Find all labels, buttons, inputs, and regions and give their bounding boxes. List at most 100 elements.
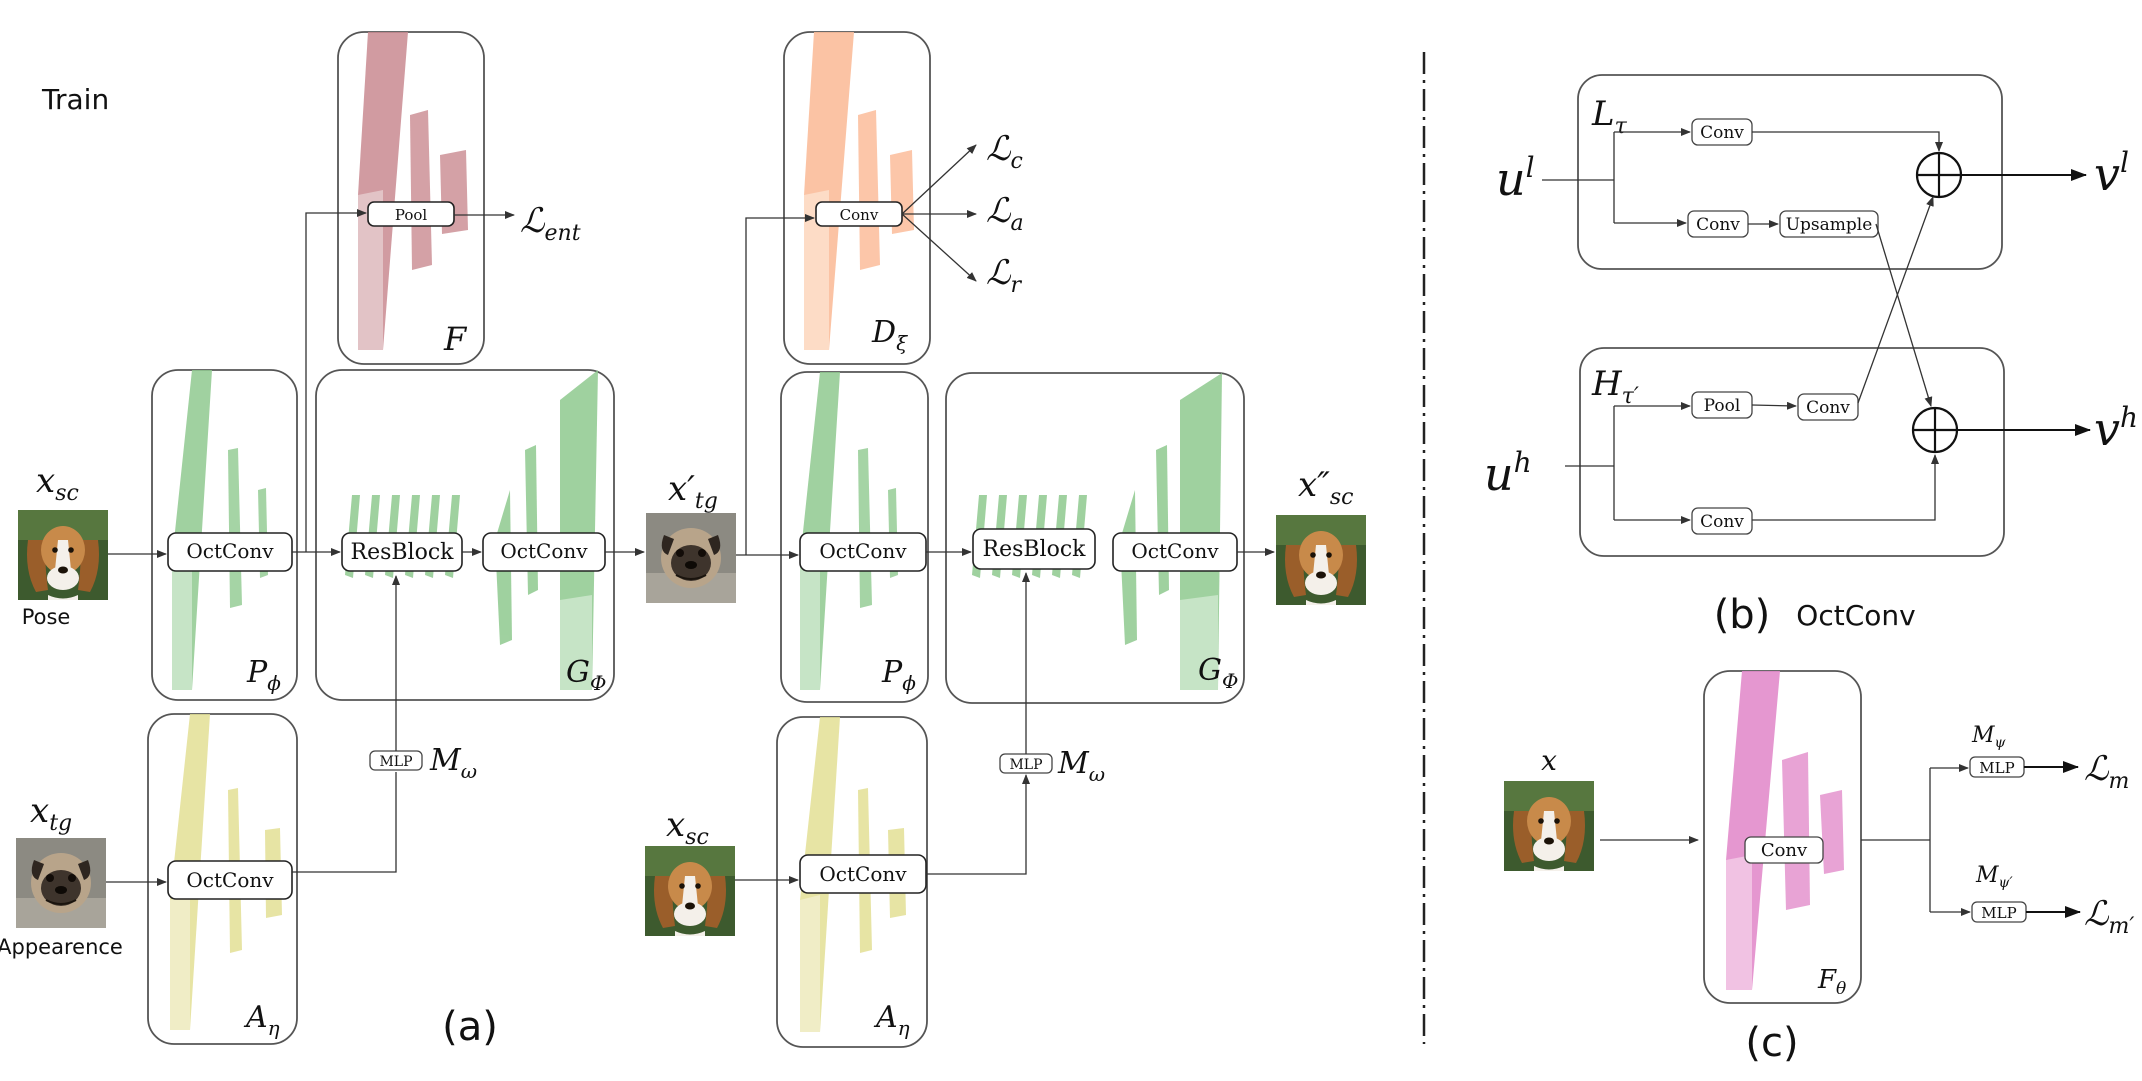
appearance-octconv-block-2: OctConv (799, 854, 927, 894)
oct-conv-hl: Conv (1797, 393, 1859, 421)
pose-encoder-label: Pϕ (246, 655, 281, 695)
x-tg-prime-label: x′tg (668, 469, 718, 514)
appearance-encoder-label: Aη (243, 1000, 280, 1040)
generator-label: GΦ (566, 655, 606, 695)
svg-text:OctConv: OctConv (819, 539, 907, 563)
appearance-encoder-module-2: OctConv Aη (776, 716, 928, 1048)
svg-text:ResBlock: ResBlock (983, 537, 1087, 562)
generated-pug-photo (646, 513, 736, 603)
oplus-sum-icon-2 (1911, 406, 1959, 454)
svg-text:MLP: MLP (1979, 759, 2014, 777)
appearance-caption: Appearence (0, 935, 123, 959)
loss-r-label: ℒr (986, 253, 1023, 298)
x-sc-label: xsc (36, 461, 79, 506)
v-l-label: vl (2094, 146, 2129, 201)
head-mlp-2: MLP (1971, 901, 2027, 923)
pool-block: Pool (367, 201, 455, 227)
discriminator-label: Dξ (871, 315, 908, 355)
pose-encoder-module: OctConv Pϕ (151, 369, 298, 701)
loss-a-label: ℒa (986, 191, 1024, 236)
resblock-block: ResBlock (341, 532, 463, 572)
oct-pool: Pool (1691, 391, 1753, 419)
oplus-sum-icon (1915, 151, 1963, 199)
generator-octconv-block-2: OctConv (1112, 532, 1238, 572)
second-appearance-beagle-photo (645, 846, 735, 936)
F-theta-label: Fθ (1817, 965, 1846, 999)
generator-module-2: ResBlock OctConv GΦ (945, 372, 1245, 704)
svg-text:Pool: Pool (395, 206, 428, 224)
loss-ent-label: ℒent (520, 201, 581, 246)
H-tau-prime-label: Hτ′ (1591, 364, 1639, 409)
svg-text:Conv: Conv (1700, 512, 1744, 532)
octconv-title: OctConv (1796, 599, 1915, 632)
F-theta-conv-block: Conv (1744, 836, 1824, 864)
discriminator-module: Conv Dξ (783, 31, 931, 365)
train-label: Train (41, 83, 109, 116)
caption-b: (b) (1714, 592, 1771, 638)
mlp-block-2: MLP (999, 753, 1053, 774)
loss-c-label: ℒc (986, 129, 1023, 174)
svg-text:MLP: MLP (1009, 757, 1042, 773)
beagle-input-photo (1504, 781, 1594, 871)
M-psi-label: Mψ (1971, 723, 2007, 751)
svg-text:Upsample: Upsample (1786, 215, 1873, 235)
caption-c: (c) (1745, 1020, 1798, 1066)
svg-text:Conv: Conv (1761, 840, 1808, 861)
pose-encoder-module-2: OctConv Pϕ (780, 371, 929, 703)
svg-text:Pool: Pool (1704, 396, 1741, 416)
oct-conv-lh: Conv (1687, 210, 1749, 238)
svg-text:Conv: Conv (1806, 398, 1850, 418)
svg-text:OctConv: OctConv (186, 868, 274, 892)
panel-c: x Conv Fθ MLP MLP Mψ Mψ′ ℒm ℒm′ (c) (1504, 670, 2134, 1066)
pose-octconv-block: OctConv (167, 532, 293, 572)
panel-a-connections (106, 144, 1275, 886)
x-sc-label-2: xsc (666, 805, 709, 850)
appearance-encoder-module: OctConv Aη (147, 713, 298, 1045)
entropy-module-F: Pool F (337, 31, 485, 365)
v-h-label: vh (2094, 401, 2138, 456)
svg-text:ResBlock: ResBlock (351, 540, 455, 565)
entropy-module-label: F (443, 320, 468, 358)
loss-m-label: ℒm (2084, 749, 2129, 794)
svg-text:MLP: MLP (379, 754, 412, 770)
svg-text:OctConv: OctConv (1131, 539, 1219, 563)
caption-a: (a) (442, 1004, 498, 1050)
x-input-label: x (1541, 744, 1557, 777)
svg-text:MLP: MLP (1981, 904, 2016, 922)
disc-conv-block: Conv (815, 201, 903, 227)
u-l-label: ul (1496, 151, 1535, 206)
octconv-detail-panel: Lτ Hτ′ Conv Conv Upsample Pool Conv Conv (1484, 74, 2138, 638)
svg-text:OctConv: OctConv (819, 862, 907, 886)
L-tau-label: Lτ (1591, 94, 1628, 139)
u-h-label: uh (1484, 446, 1532, 501)
appearance-input-pug-photo (16, 838, 106, 928)
generator-octconv-block: OctConv (482, 532, 606, 572)
generator-label-2: GΦ (1198, 653, 1238, 693)
mlp-block: MLP (369, 750, 423, 771)
pose-encoder-label-2: Pϕ (881, 655, 916, 695)
appearance-octconv-block: OctConv (167, 860, 293, 900)
pose-caption: Pose (22, 605, 71, 629)
pose-input-beagle-photo (18, 510, 108, 600)
high-frequency-box (1579, 347, 2005, 557)
mapper-label: Mω (429, 743, 477, 783)
svg-text:Conv: Conv (1700, 123, 1744, 143)
reconstructed-beagle-photo (1276, 515, 1366, 605)
oct-conv-ll: Conv (1691, 118, 1753, 146)
resblock-block-2: ResBlock (972, 528, 1096, 570)
head-mlp-1: MLP (1969, 756, 2025, 778)
oct-upsample: Upsample (1779, 210, 1879, 238)
svg-text:OctConv: OctConv (186, 539, 274, 563)
svg-text:Conv: Conv (1696, 215, 1740, 235)
oct-conv-hh: Conv (1691, 507, 1753, 535)
M-psi-prime-label: Mψ′ (1975, 863, 2014, 891)
svg-text:Conv: Conv (840, 206, 879, 224)
appearance-encoder-label-2: Aη (873, 1000, 910, 1040)
loss-m-prime-label: ℒm′ (2084, 894, 2134, 939)
pose-octconv-block-2: OctConv (799, 532, 927, 572)
x-sc-double-prime-label: x″sc (1298, 465, 1354, 510)
mapper-label-2: Mω (1057, 746, 1105, 786)
generator-module: ResBlock OctConv GΦ (315, 369, 615, 701)
